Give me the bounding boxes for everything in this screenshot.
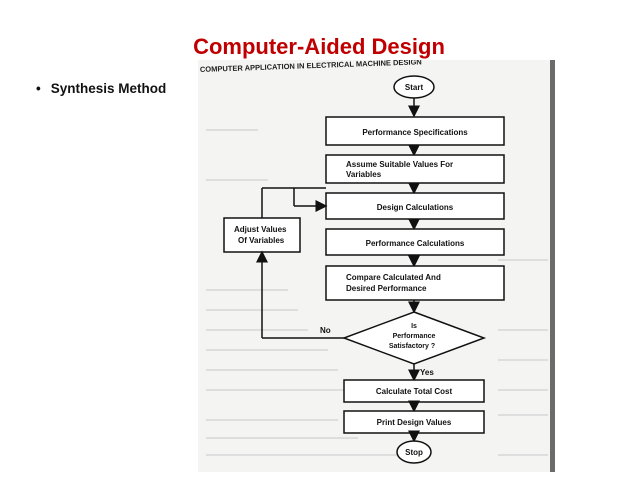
assume-values-box (325, 154, 505, 184)
yes-label: Yes (420, 368, 434, 377)
start-label: Start (405, 83, 424, 92)
adjust-values-box (223, 217, 301, 253)
assume-values-line2: Variables (346, 170, 382, 179)
decision-line3: Satisfactory ? (389, 343, 435, 350)
no-label: No (320, 326, 331, 335)
performance-specs-label: Performance Specifications (362, 128, 468, 137)
adjust-values-line2: Of Variables (238, 236, 285, 245)
design-calculations-label: Design Calculations (377, 203, 454, 212)
flowchart-scan: COMPUTER APPLICATION IN ELECTRICAL MACHI… (198, 60, 555, 472)
compare-line2: Desired Performance (346, 284, 427, 293)
print-values-label: Print Design Values (377, 418, 452, 427)
bullet-dot: • (36, 81, 41, 96)
scan-edge (550, 60, 555, 472)
performance-specs-box (325, 116, 505, 146)
stop-terminal (396, 440, 432, 464)
scan-ghost-text (206, 129, 548, 456)
stop-label: Stop (405, 448, 423, 457)
bullet-synthesis-method: • Synthesis Method (36, 81, 166, 96)
adjust-values-line1: Adjust Values (234, 225, 287, 234)
compare-line1: Compare Calculated And (346, 273, 441, 282)
decision-line2: Performance (393, 333, 436, 340)
design-calculations-box (325, 192, 505, 220)
performance-calculations-box (325, 228, 505, 256)
compare-performance-box (325, 265, 505, 301)
assume-values-line1: Assume Suitable Values For (346, 160, 453, 169)
performance-calculations-label: Performance Calculations (366, 239, 465, 248)
bullet-text: Synthesis Method (50, 81, 167, 96)
slide-title: Computer-Aided Design (193, 34, 445, 59)
decision-line1: Is (411, 323, 417, 330)
total-cost-label: Calculate Total Cost (376, 387, 453, 396)
